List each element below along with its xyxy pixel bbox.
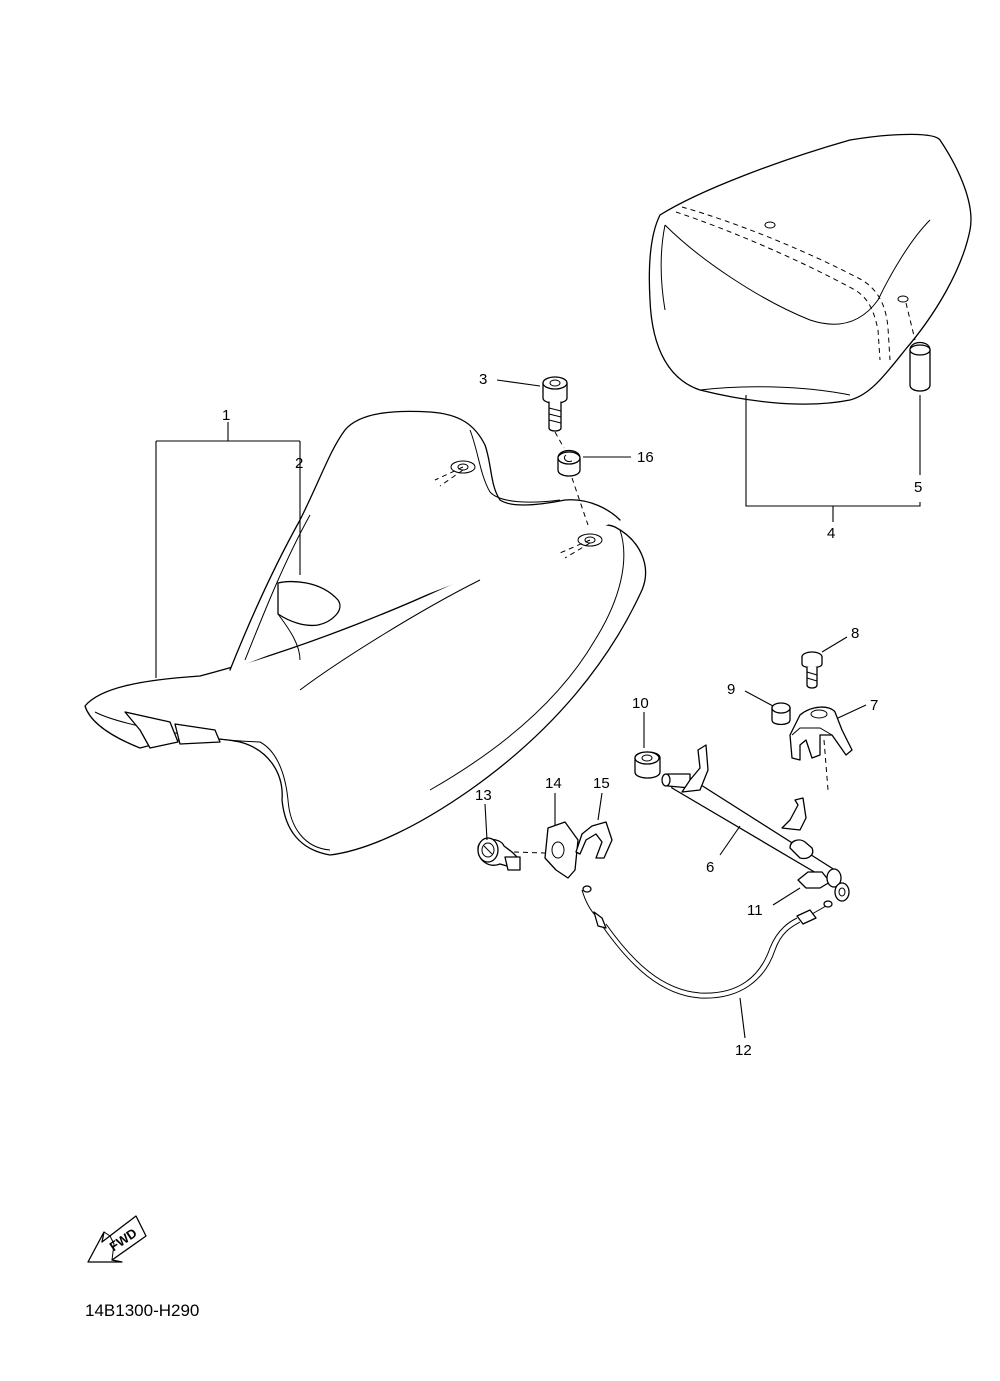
callout-4: 4 [827, 525, 835, 542]
cable-part-12 [581, 885, 833, 999]
callout-8: 8 [851, 625, 859, 642]
fwd-arrow-icon: FWD [87, 1215, 147, 1263]
screw-part-8 [801, 651, 823, 689]
callout-15: 15 [593, 775, 610, 792]
leader-lines [155, 379, 921, 1039]
drawing-code: 14B1300-H290 [85, 1301, 199, 1320]
nut-part-16 [557, 449, 589, 526]
collar-part-9 [771, 702, 791, 726]
callout-9: 9 [727, 681, 735, 698]
rider-seat [84, 410, 647, 856]
callout-12: 12 [735, 1042, 752, 1059]
damper-part-5 [909, 341, 931, 392]
callout-7: 7 [870, 697, 878, 714]
rod-part-6 [661, 744, 850, 902]
callout-2: 2 [295, 455, 303, 472]
grommet-part-10 [634, 751, 661, 779]
callout-10: 10 [632, 695, 649, 712]
callout-1: 1 [222, 407, 230, 424]
callout-16: 16 [637, 449, 654, 466]
callout-11: 11 [747, 902, 763, 919]
callout-5: 5 [914, 479, 922, 496]
callout-3: 3 [479, 371, 487, 388]
callout-6: 6 [706, 859, 714, 876]
passenger-seat [648, 133, 972, 405]
bolt-part-3 [542, 376, 568, 449]
bracket-part-7 [789, 706, 853, 791]
callout-13: 13 [475, 787, 492, 804]
clip-part-15 [575, 821, 613, 859]
callout-14: 14 [545, 775, 562, 792]
plate-part-14 [544, 821, 579, 879]
lock-part-13 [477, 837, 546, 871]
callout-labels: 1 2 3 4 5 6 7 8 9 10 11 12 13 14 15 16 [222, 371, 922, 1059]
